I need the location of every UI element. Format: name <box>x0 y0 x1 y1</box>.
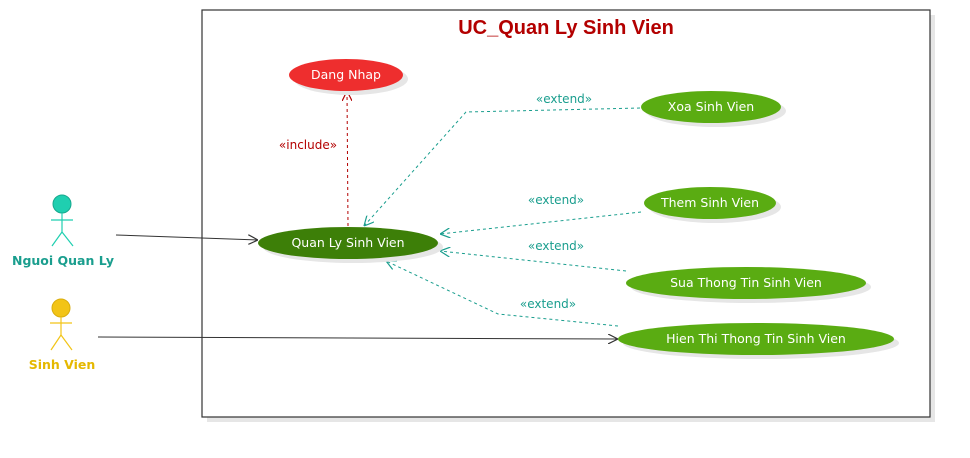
actor-manager-head <box>52 194 72 214</box>
use-case-edit-label: Sua Thong Tin Sinh Vien <box>670 275 822 290</box>
association-student-show <box>97 337 618 339</box>
extend-label-add: «extend» <box>528 193 584 207</box>
use-case-edit[interactable]: Sua Thong Tin Sinh Vien <box>626 267 871 303</box>
use-case-show[interactable]: Hien Thi Thong Tin Sinh Vien <box>618 323 899 359</box>
actor-manager-label: Nguoi Quan Ly <box>12 253 114 268</box>
include-arrow <box>347 91 348 227</box>
use-case-delete-label: Xoa Sinh Vien <box>668 99 754 114</box>
use-case-delete[interactable]: Xoa Sinh Vien <box>641 91 786 127</box>
use-case-main[interactable]: Quan Ly Sinh Vien <box>258 227 443 263</box>
extend-label-delete: «extend» <box>536 92 592 106</box>
extend-arrow-edit <box>440 251 627 272</box>
use-case-main-label: Quan Ly Sinh Vien <box>291 235 404 250</box>
extend-label-show: «extend» <box>520 297 576 311</box>
use-case-login-label: Dang Nhap <box>311 67 381 82</box>
extend-arrow-delete <box>364 107 641 226</box>
association-manager-main <box>115 234 258 240</box>
use-case-add[interactable]: Them Sinh Vien <box>644 187 781 223</box>
actor-student-label: Sinh Vien <box>29 357 96 372</box>
actor-student[interactable]: Sinh Vien <box>29 298 96 372</box>
include-label: «include» <box>279 138 337 152</box>
use-case-show-label: Hien Thi Thong Tin Sinh Vien <box>666 331 846 346</box>
use-case-add-label: Them Sinh Vien <box>660 195 759 210</box>
extend-arrow-show <box>386 261 619 327</box>
extend-label-edit: «extend» <box>528 239 584 253</box>
use-case-login[interactable]: Dang Nhap <box>289 59 408 95</box>
actor-manager[interactable]: Nguoi Quan Ly <box>12 194 114 268</box>
actor-student-head <box>51 298 71 318</box>
extend-arrow-add <box>440 211 642 234</box>
diagram-title: UC_Quan Ly Sinh Vien <box>458 17 674 39</box>
